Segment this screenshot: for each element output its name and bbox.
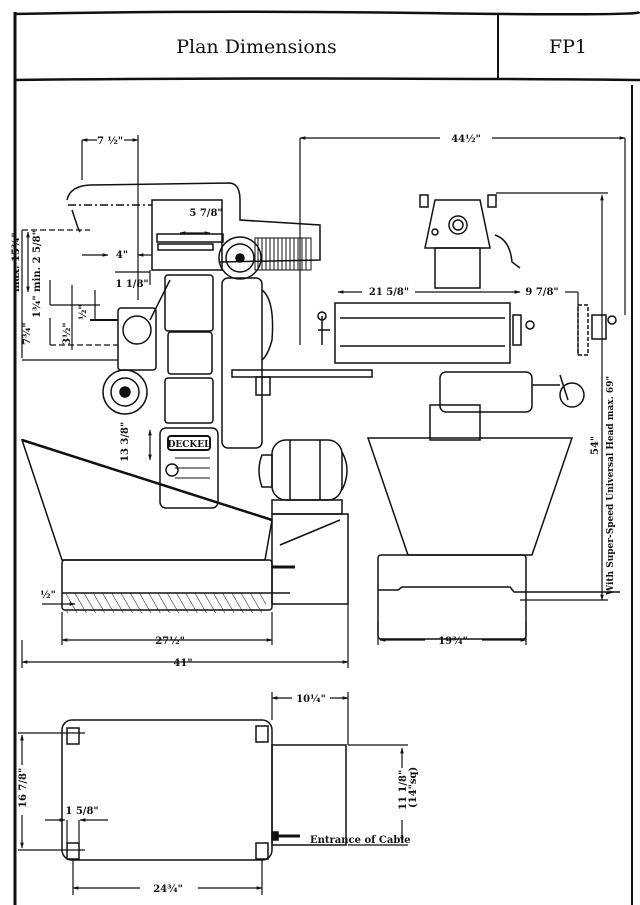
control-panel-low	[164, 377, 214, 424]
dim-v3: ½"	[78, 304, 89, 320]
page-title: Plan Dimensions	[176, 36, 337, 58]
dim-overall-length: 41"	[173, 658, 192, 669]
drawing-code: FP1	[548, 36, 588, 58]
control-panel-mid	[167, 331, 213, 375]
knee-handwheel	[122, 315, 152, 345]
plan-view	[61, 719, 347, 861]
brand-plate-text: DECKEL	[168, 440, 212, 450]
gear-housing-fins	[254, 237, 312, 271]
work-table	[334, 302, 511, 364]
dim-table-right: 9 7/8"	[525, 287, 558, 298]
knee-column	[429, 404, 481, 441]
foot-bottom-left	[66, 842, 80, 860]
front-view	[317, 194, 620, 640]
side-handwheel	[591, 314, 607, 340]
vertical-head	[151, 199, 223, 271]
side-view	[20, 182, 373, 613]
dim-height-note: With Super-Speed Universal Head max. 69"	[606, 376, 616, 596]
knee-slide	[117, 307, 157, 371]
dim-base-length: 27½"	[155, 636, 185, 647]
upper-handwheel	[218, 236, 262, 280]
front-view-dimensions	[299, 136, 626, 645]
dim-overall-width: 44½"	[451, 134, 481, 145]
chip-tray	[20, 438, 273, 561]
cable-entrance-label: Entrance of Cable	[310, 835, 411, 846]
dim-max-height: max. 15¾"	[11, 232, 22, 292]
floor-hatch	[66, 593, 266, 613]
dim-table-left: 21 5/8"	[369, 287, 409, 298]
dim-base-width: 19¾"	[438, 636, 468, 647]
table-clamp	[255, 376, 271, 396]
front-base	[377, 554, 527, 640]
brand-plate	[167, 435, 211, 451]
draw-bar-right	[487, 194, 497, 208]
dim-v1: 1¾"	[32, 295, 43, 318]
dim-v4: 7¾"	[22, 322, 33, 345]
front-head	[424, 199, 491, 249]
dim-offset-small: 1 1/8"	[115, 279, 148, 290]
plan-base-outline	[61, 719, 273, 861]
plan-view-dimensions	[18, 692, 408, 895]
draw-bar-left	[419, 194, 429, 208]
frame-top-border	[13, 10, 640, 16]
overarm-nose	[71, 209, 81, 233]
head-handwheel	[494, 234, 521, 269]
head-scale	[157, 243, 214, 251]
overarm	[66, 182, 321, 263]
motor-bracket	[271, 513, 349, 605]
front-knee	[439, 371, 533, 413]
side-table	[231, 369, 373, 378]
foot-top-right	[255, 725, 269, 743]
lower-handwheel	[102, 369, 148, 415]
header-divider	[13, 77, 640, 82]
front-ram	[434, 247, 481, 289]
drive-motor	[258, 439, 348, 515]
dim-motor-base: 11 1/8"	[398, 770, 409, 810]
motor-footprint	[271, 744, 347, 846]
motor-cabinet	[159, 427, 219, 509]
head-slide	[156, 233, 224, 243]
dim-foot-spacing-width: 24¾"	[153, 884, 183, 895]
dim-foot-width: 1 5/8"	[65, 806, 98, 817]
dim-foot-spacing-depth: 16 7/8"	[18, 768, 29, 808]
column-lever	[261, 289, 274, 361]
dim-head-travel: 5 7/8"	[189, 208, 222, 219]
dim-height: 54"	[590, 436, 601, 455]
dim-spindle-offset: 4"	[116, 250, 128, 261]
dim-column-height: 13 3/8"	[120, 422, 131, 462]
dim-motor-base-sq: (14"sq)	[408, 767, 419, 808]
dim-min-height: min. 2 5/8"	[32, 230, 43, 292]
column	[221, 277, 263, 449]
dim-motor-offset: 10¼"	[296, 694, 326, 705]
side-view-dimensions	[21, 135, 349, 668]
dim-foot-recess: ½"	[40, 590, 56, 601]
front-pedestal	[366, 437, 574, 556]
dim-v2: 3½"	[62, 322, 73, 345]
dim-overarm-reach: 7 ½"	[97, 136, 123, 147]
knee-front-handwheel	[559, 382, 585, 408]
foot-top-left	[66, 727, 80, 745]
foot-bottom-right	[255, 842, 269, 860]
control-panel-top	[164, 274, 214, 332]
